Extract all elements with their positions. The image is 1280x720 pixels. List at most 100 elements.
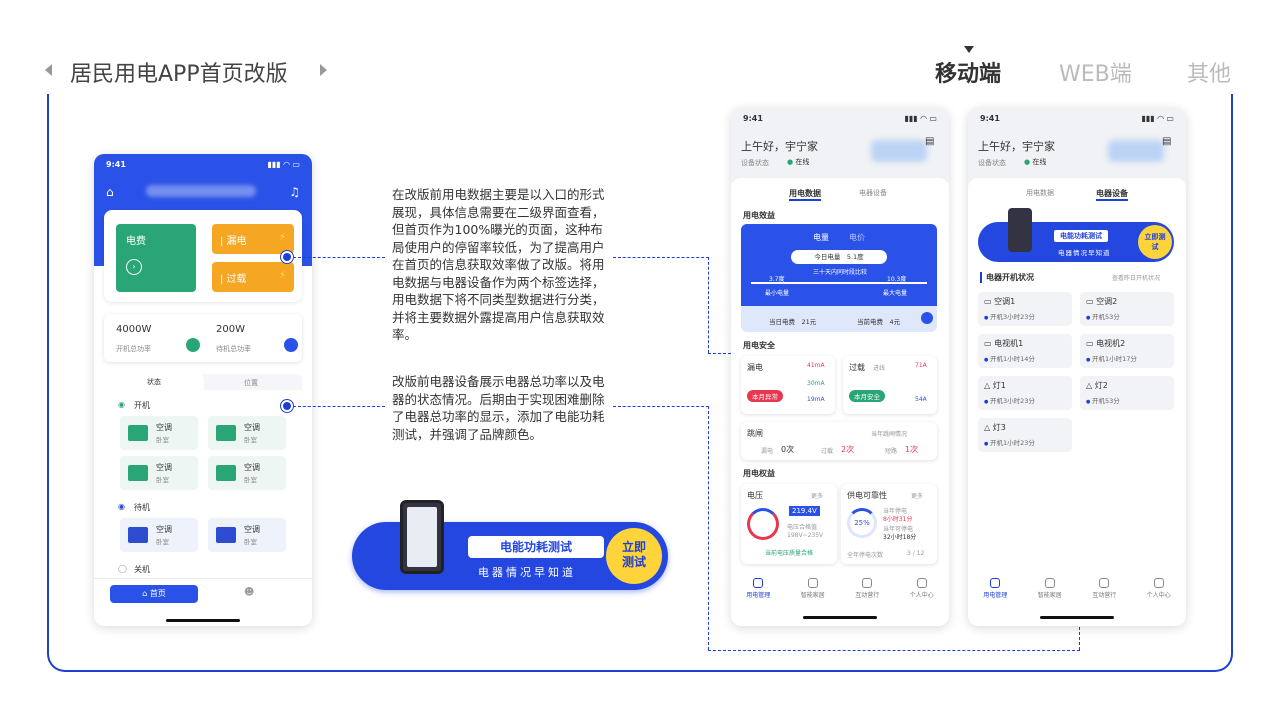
min-label: 最小电量 <box>765 290 790 297</box>
ac-name: 空调 <box>244 525 260 534</box>
group-on-label: 开机 <box>134 401 150 410</box>
ac-room: 卧室 <box>244 538 257 546</box>
tab-devices[interactable]: 电器设备 <box>1096 188 1128 201</box>
today-label: 今日电量 <box>814 253 841 261</box>
ac-card[interactable]: 空调卧室 <box>208 518 286 552</box>
tab-position[interactable]: 位置 <box>244 379 258 387</box>
description-1: 在改版前用电数据主要是以入口的形式展现，具体信息需要在二级界面查看，但首页作为1… <box>392 187 605 342</box>
toggle-electricity[interactable]: 电量 <box>813 233 829 242</box>
tab-other[interactable]: 其他 <box>1187 62 1232 87</box>
voltage-more[interactable]: 更多 <box>811 493 824 500</box>
phone-illustration-icon <box>400 500 444 574</box>
message-icon[interactable]: ▤ <box>925 136 935 147</box>
nav-profile[interactable]: 个人中心 <box>1147 578 1171 599</box>
bottom-nav: ⌂ 首页 ☻ <box>94 578 312 626</box>
test-now-button[interactable]: 立即测试 <box>1138 225 1172 259</box>
device-state: 开机53分 <box>1086 311 1168 321</box>
fee-now-label: 当前电费 <box>857 318 883 326</box>
bag-icon <box>1099 578 1110 588</box>
device-card[interactable]: △ 灯2开机53分 <box>1080 376 1174 410</box>
nav-interactive[interactable]: 互动营行 <box>1092 578 1116 599</box>
message-icon[interactable]: ▤ <box>1162 136 1172 147</box>
ac-name: 空调 <box>244 463 260 472</box>
connector-line <box>708 406 709 650</box>
signal-icon: ▮▮▮ ◠ ▭ <box>267 160 301 169</box>
fee-tile[interactable]: 电费 › <box>116 224 196 292</box>
ac-card[interactable]: 空调卧室 <box>120 456 198 490</box>
ac-card[interactable]: 空调卧室 <box>120 416 198 450</box>
reliability-more[interactable]: 更多 <box>911 493 924 500</box>
overload-label: | 过载 <box>220 274 247 285</box>
device-card[interactable]: ▭ 电视机1开机1小时14分 <box>978 334 1072 368</box>
ac-card[interactable]: 空调卧室 <box>208 416 286 450</box>
section-usage: 用电效益 <box>743 211 775 220</box>
nav-profile[interactable]: 个人中心 <box>910 578 934 599</box>
home-icon[interactable]: ⌂ <box>106 185 114 199</box>
connector-line <box>293 257 385 258</box>
tab-usage-data[interactable]: 用电数据 <box>1026 189 1054 197</box>
leak-tile[interactable]: | 漏电⚡ <box>212 224 294 254</box>
tab-devices[interactable]: 电器设备 <box>859 189 887 197</box>
device-name: 空调2 <box>1096 297 1118 306</box>
nav-home-label: 首页 <box>149 589 166 598</box>
test-now-button[interactable]: 立即测试 <box>606 528 662 584</box>
arrow-circle-icon[interactable] <box>921 312 933 324</box>
device-name: 空调1 <box>994 297 1016 306</box>
power-test-banner[interactable]: 电能功耗测试 电器情况早知道 立即测试 <box>978 208 1174 262</box>
leak-card[interactable]: 漏电 本月异常 41mA 30mA 19mA <box>741 356 835 414</box>
greeting: 上午好，宇宁家 <box>978 140 1055 153</box>
trip-card[interactable]: 跳闸 当年跳闸情况 漏电 0次 过载 2次 短路 1次 <box>741 422 937 460</box>
tab-usage-data[interactable]: 用电数据 <box>789 188 821 201</box>
device-card[interactable]: △ 灯3开机1小时23分 <box>978 418 1072 452</box>
home-indicator <box>1040 616 1114 619</box>
toggle-price[interactable]: 电价 <box>849 233 865 242</box>
device-card[interactable]: △ 灯1开机3小时23分 <box>978 376 1072 410</box>
power-test-banner[interactable]: 电能功耗测试 电器情况早知道 立即测试 <box>352 500 668 590</box>
ac-card[interactable]: 空调卧室 <box>208 456 286 490</box>
device-card[interactable]: ▭ 空调1开机3小时23分 <box>978 292 1072 326</box>
voltage-range: 198V~235V <box>787 532 824 539</box>
arrow-circle-icon[interactable] <box>186 338 200 352</box>
fee-now: 当前电费 4元 <box>857 316 900 326</box>
entry-card: 电费 › | 漏电⚡ | 过载⚡ <box>104 210 302 302</box>
prev-arrow-icon[interactable] <box>45 64 52 76</box>
device-name: 灯3 <box>992 423 1006 432</box>
device-card[interactable]: ▭ 电视机2开机1小时17分 <box>1080 334 1174 368</box>
nav-smart-home[interactable]: 智能家居 <box>801 578 825 599</box>
device-state: 开机1小时17分 <box>1086 353 1168 363</box>
tab-web[interactable]: WEB端 <box>1059 62 1132 87</box>
connector-line <box>613 257 709 258</box>
power-standby-label: 待机总功率 <box>216 345 251 353</box>
signal-icon: ▮▮▮ ◠ ▭ <box>1141 114 1175 123</box>
max-value: 10.3度 <box>887 276 907 283</box>
reliability-card[interactable]: 供电可靠性 更多 25% 当年停电 8小时31分 当年可停电 32小时18分 全… <box>841 484 937 564</box>
list-title: 电器开机状况 <box>980 272 1034 283</box>
overload-badge: 本月安全 <box>849 390 885 402</box>
ac-name: 空调 <box>244 423 260 432</box>
status-label: 设备状态 <box>978 159 1006 167</box>
device-card[interactable]: ▭ 空调2开机53分 <box>1080 292 1174 326</box>
list-link[interactable]: 查看昨日开机状况 <box>1112 275 1161 282</box>
tab-status[interactable]: 状态 <box>104 374 204 390</box>
overload-card[interactable]: 过载 进线 本月安全 71A 54A <box>843 356 937 414</box>
voltage-card[interactable]: 电压 更多 219.4V 电压合格值 198V~235V 当前电压质量合格 <box>741 484 837 564</box>
bell-icon[interactable]: ♫ <box>289 185 300 199</box>
nav-power-manage[interactable]: 用电管理 <box>746 578 770 599</box>
status-value-text: 在线 <box>795 158 810 166</box>
phone-illustration-icon <box>1008 208 1032 252</box>
overload-tile[interactable]: | 过载⚡ <box>212 262 294 292</box>
next-arrow-icon[interactable] <box>320 64 327 76</box>
reliability-l1: 当年停电 <box>883 508 908 515</box>
nav-power-manage[interactable]: 用电管理 <box>983 578 1007 599</box>
nav-smart-home[interactable]: 智能家居 <box>1038 578 1062 599</box>
voltage-title: 电压 <box>747 491 763 500</box>
tab-mobile[interactable]: 移动端 <box>935 62 1002 87</box>
content-sheet: 用电数据 电器设备 用电效益 电量 电价 今日电量 5.1度 三十天内同时段比较… <box>731 178 949 626</box>
arrow-circle-icon[interactable] <box>284 338 298 352</box>
nav-interactive[interactable]: 互动营行 <box>855 578 879 599</box>
trip-link[interactable]: 当年跳闸情况 <box>871 431 908 438</box>
device-name: 灯1 <box>992 381 1006 390</box>
ac-card[interactable]: 空调卧室 <box>120 518 198 552</box>
nav-profile[interactable]: ☻ <box>244 587 254 598</box>
nav-home[interactable]: ⌂ 首页 <box>110 585 198 603</box>
